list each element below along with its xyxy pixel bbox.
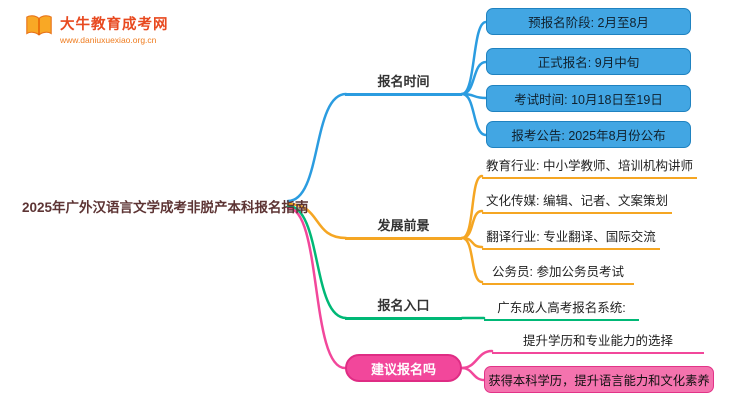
central-topic: 2025年广外汉语言文学成考非脱产本科报名指南 <box>22 200 309 215</box>
logo-text: 大牛教育成考网 www.daniuxuexiao.org.cn <box>60 13 169 45</box>
node-official-registration: 正式报名: 9月中旬 <box>486 48 691 75</box>
connector-blue-main <box>286 92 348 203</box>
logo-url: www.daniuxuexiao.org.cn <box>60 34 157 45</box>
connector-blue-child-1 <box>460 20 488 96</box>
connector-orange-main <box>286 202 348 240</box>
node-culture-media: 文化传媒: 编辑、记者、文案策划 <box>482 190 672 214</box>
connector-pink-main <box>286 206 347 370</box>
node-education-industry: 教育行业: 中小学教师、培训机构讲师 <box>482 155 697 179</box>
node-exam-announcement: 报考公告: 2025年8月份公布 <box>486 121 691 148</box>
connector-pink-child-2 <box>460 366 486 382</box>
node-civil-servant: 公务员: 参加公务员考试 <box>482 261 634 285</box>
branch-registration-time-label: 报名时间 <box>345 71 462 96</box>
node-exam-time: 考试时间: 10月18日至19日 <box>486 85 691 112</box>
connector-blue-child-2 <box>460 60 488 96</box>
node-improve-ability: 提升学历和专业能力的选择 <box>492 330 704 354</box>
connector-blue-child-4 <box>460 92 488 137</box>
node-bachelor-degree-benefit: 获得本科学历，提升语言能力和文化素养 <box>484 366 714 393</box>
connector-green-main <box>286 204 348 320</box>
node-translation-industry: 翻译行业: 专业翻译、国际交流 <box>482 226 660 250</box>
node-preregistration-phase: 预报名阶段: 2月至8月 <box>486 8 691 35</box>
branch-entry-label: 报名入口 <box>345 295 462 320</box>
logo-title: 大牛教育成考网 <box>60 16 169 33</box>
connector-orange-child-4 <box>460 236 484 284</box>
book-icon <box>24 11 54 46</box>
branch-prospects-label: 发展前景 <box>345 215 462 240</box>
node-registration-system: 广东成人高考报名系统: <box>484 297 639 321</box>
connector-pink-child-1 <box>460 349 494 370</box>
logo: 大牛教育成考网 www.daniuxuexiao.org.cn <box>24 11 169 46</box>
branch-recommendation-label: 建议报名吗 <box>345 354 462 382</box>
